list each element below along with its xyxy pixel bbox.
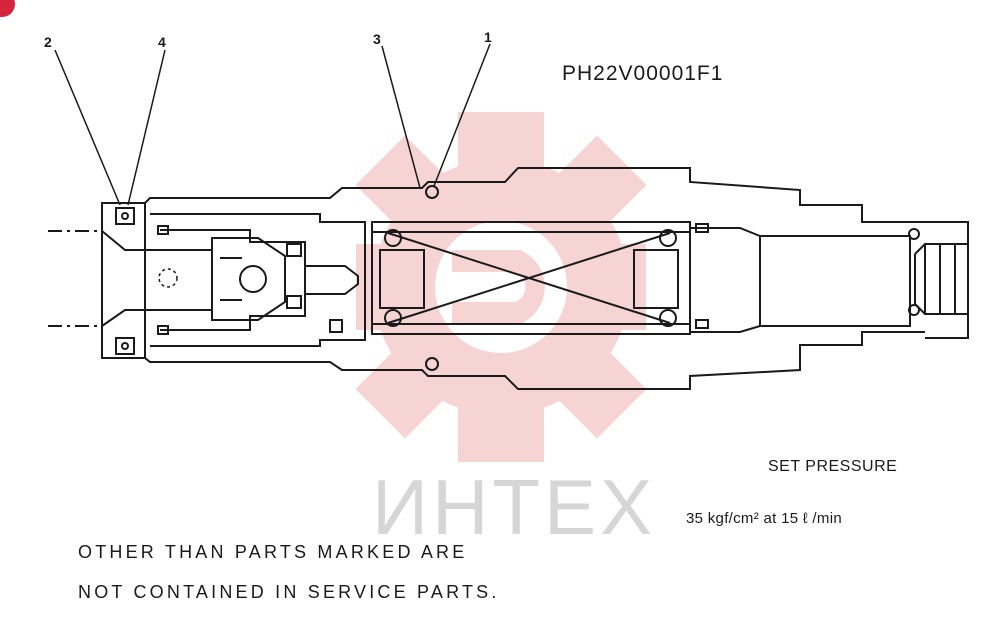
service-note-line-2: NOT CONTAINED IN SERVICE PARTS. bbox=[78, 582, 500, 602]
drawing-code: PH22V00001F1 bbox=[562, 62, 724, 85]
valve-assembly bbox=[48, 43, 969, 390]
callout-3: 3 bbox=[373, 31, 381, 47]
callout-2: 2 bbox=[44, 34, 52, 50]
set-pressure-value: 35 kgf/cm² at 15 ℓ /min bbox=[686, 510, 842, 527]
callout-1: 1 bbox=[484, 29, 492, 45]
service-note-line-1: OTHER THAN PARTS MARKED ARE bbox=[78, 542, 468, 562]
set-pressure-label: SET PRESSURE bbox=[768, 458, 898, 475]
callout-4: 4 bbox=[158, 34, 166, 50]
corner-badge bbox=[0, 0, 15, 17]
watermark-text: ИНТЕХ bbox=[372, 463, 657, 551]
